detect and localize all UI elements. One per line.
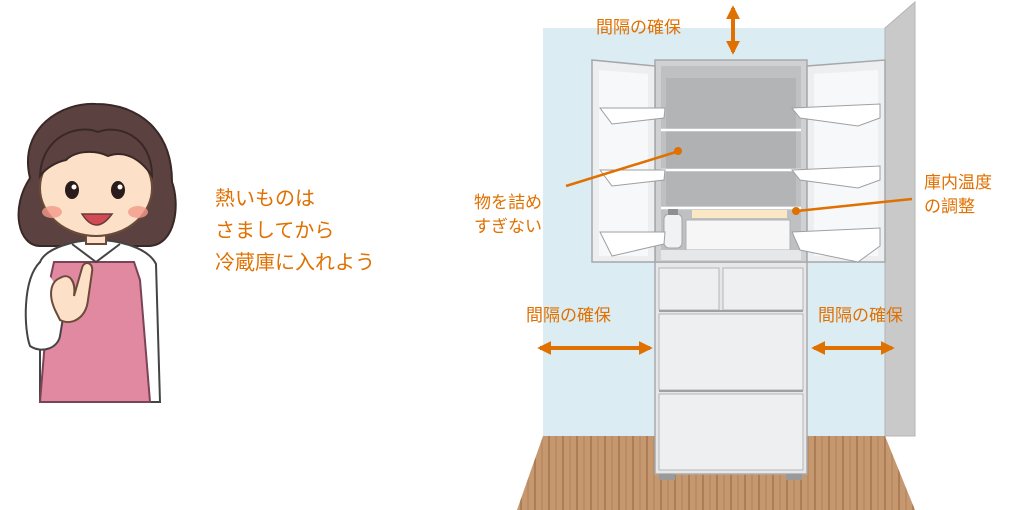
tip-line-3: 冷蔵庫に入れよう xyxy=(215,250,375,274)
double-arrow-icon xyxy=(537,5,895,355)
pointer-lines xyxy=(565,147,913,215)
tip-line-1: 熱いものは xyxy=(215,186,315,210)
dont-overfill-label-line-1: 物を詰め xyxy=(474,193,542,213)
dont-overfill-label-line-2: すぎない xyxy=(474,217,542,237)
clearance-left-label: 間隔の確保 xyxy=(526,306,611,326)
woman-with-apron-icon xyxy=(17,102,177,403)
tip-line-2: さましてから xyxy=(215,218,335,242)
clearance-top-label: 間隔の確保 xyxy=(596,18,681,38)
temperature-adjust-label-line-1: 庫内温度 xyxy=(924,173,992,193)
tip-text: 熱いものは さましてから 冷蔵庫に入れよう xyxy=(215,182,375,278)
clearance-right-label: 間隔の確保 xyxy=(818,306,903,326)
open-refrigerator-icon xyxy=(591,59,886,480)
temperature-adjust-label-line-2: の調整 xyxy=(924,197,975,217)
